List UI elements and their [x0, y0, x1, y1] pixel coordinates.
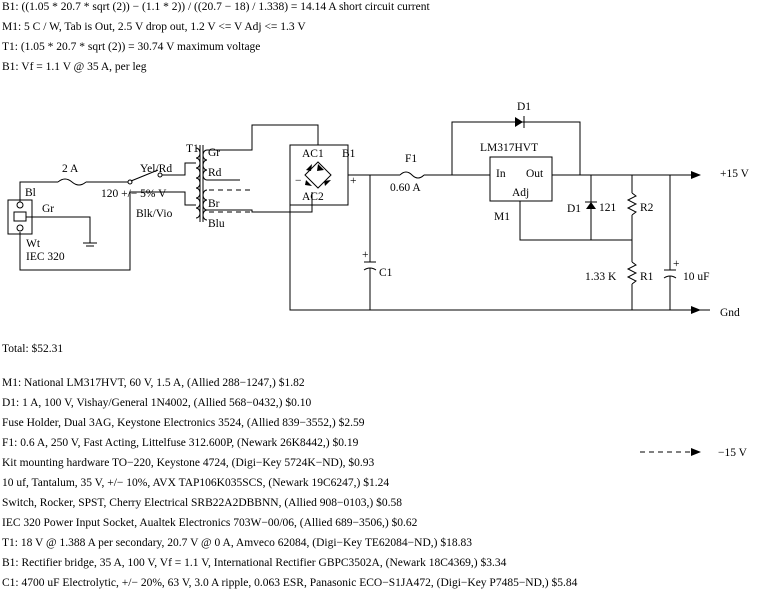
bom-item: Fuse Holder, Dual 3AG, Keystone Electron… [2, 417, 365, 429]
primary-leads-label: Blk/Vio [136, 208, 173, 220]
input-voltage-label: 120 +/− 5% V [101, 188, 167, 200]
fuse-f1-name-label: F1 [405, 153, 417, 165]
fuse-main-label: 2 A [62, 163, 79, 175]
note-regulator: M1: 5 C / W, Tab is Out, 2.5 V drop out,… [2, 21, 306, 33]
connector-bl-label: Bl [25, 187, 36, 199]
transformer-t1 [195, 145, 208, 222]
connector-name-label: IEC 320 [26, 251, 65, 263]
resistor-r2 [626, 192, 638, 216]
fuse-f1 [399, 171, 425, 179]
ground-rail [289, 185, 710, 311]
plus15-label: +15 V [720, 168, 750, 180]
bridge-plus-label: + [350, 175, 357, 187]
r1-name-label: R1 [640, 271, 654, 283]
note-short-circuit: B1: ((1.05 * 20.7 * sqrt (2)) − (1.1 * 2… [2, 1, 430, 13]
bridge-rectifier [289, 144, 349, 206]
diode-side-label: D1 [567, 203, 581, 215]
bom-item: F1: 0.6 A, 250 V, Fast Acting, Littelfus… [2, 437, 359, 449]
wire-line [19, 181, 58, 202]
bom-item: 10 uf, Tantalum, 35 V, +/− 10%, AVX TAP1… [2, 477, 390, 489]
wire-ground [26, 216, 91, 243]
regulator-m1 [489, 156, 553, 202]
wire-neutral [19, 192, 131, 271]
bridge-ac2-label: AC2 [302, 191, 324, 203]
diode-top-label: D1 [517, 101, 531, 113]
transformer-blu-label: Blu [208, 218, 225, 230]
bom-item: IEC 320 Power Input Socket, Aualtek Elec… [2, 517, 418, 529]
cout-polarity-label: + [673, 258, 680, 270]
cout-value-label: 10 uF [683, 271, 710, 283]
regulator-in-label: In [496, 168, 506, 180]
total-cost: Total: $52.31 [2, 343, 64, 355]
regulator-out-label: Out [526, 168, 544, 180]
bom-item: T1: 18 V @ 1.388 A per secondary, 20.7 V… [2, 537, 472, 549]
switch-lever [130, 169, 159, 182]
r2-value-label: 121 [599, 202, 617, 214]
diode-side-icon [586, 202, 596, 209]
note-max-voltage: T1: (1.05 * 20.7 * sqrt (2)) = 30.74 V m… [2, 41, 261, 53]
bridge-minus-label: − [295, 175, 302, 187]
bom-item: M1: National LM317HVT, 60 V, 1.5 A, (All… [2, 377, 305, 389]
r2-name-label: R2 [640, 202, 654, 214]
bom-item: D1: 1 A, 100 V, Vishay/General 1N4002, (… [2, 397, 312, 409]
transformer-br-label: Br [208, 198, 220, 210]
transformer-gr-label: Gr [208, 147, 220, 159]
fuse-main [57, 178, 87, 186]
regulator-name-label: M1 [494, 211, 510, 223]
c1-polarity-label: + [362, 249, 369, 261]
regulator-adj-label: Adj [512, 187, 529, 199]
connector-gr-label: Gr [42, 203, 54, 215]
bom-item: B1: Rectifier bridge, 35 A, 100 V, Vf = … [2, 557, 507, 569]
transformer-name-label: T1 [186, 143, 199, 155]
regulator-part-label: LM317HVT [480, 142, 538, 154]
switch-leads-label: Yel/Rd [140, 163, 172, 175]
r1-value-label: 1.33 K [585, 271, 617, 283]
bom-item: Kit mounting hardware TO−220, Keystone 4… [2, 457, 375, 469]
diode-top-icon [515, 117, 523, 127]
connector-wt-label: Wt [26, 238, 41, 250]
bom-item: Switch, Rocker, SPST, Cherry Electrical … [2, 497, 402, 509]
c1-name-label: C1 [379, 267, 393, 279]
bridge-ac1-label: AC1 [302, 148, 324, 160]
switch-contact-a [127, 179, 133, 185]
note-forward-voltage: B1: Vf = 1.1 V @ 35 A, per leg [2, 61, 147, 73]
resistor-r1 [626, 261, 638, 285]
minus15-label: −15 V [718, 447, 748, 459]
bom-item: C1: 4700 uF Electrolytic, +/− 20%, 63 V,… [2, 577, 578, 589]
transformer-rd-label: Rd [208, 167, 222, 179]
gnd-label: Gnd [720, 307, 740, 319]
bridge-name-label: B1 [342, 148, 356, 160]
fuse-f1-rating-label: 0.60 A [390, 182, 421, 194]
